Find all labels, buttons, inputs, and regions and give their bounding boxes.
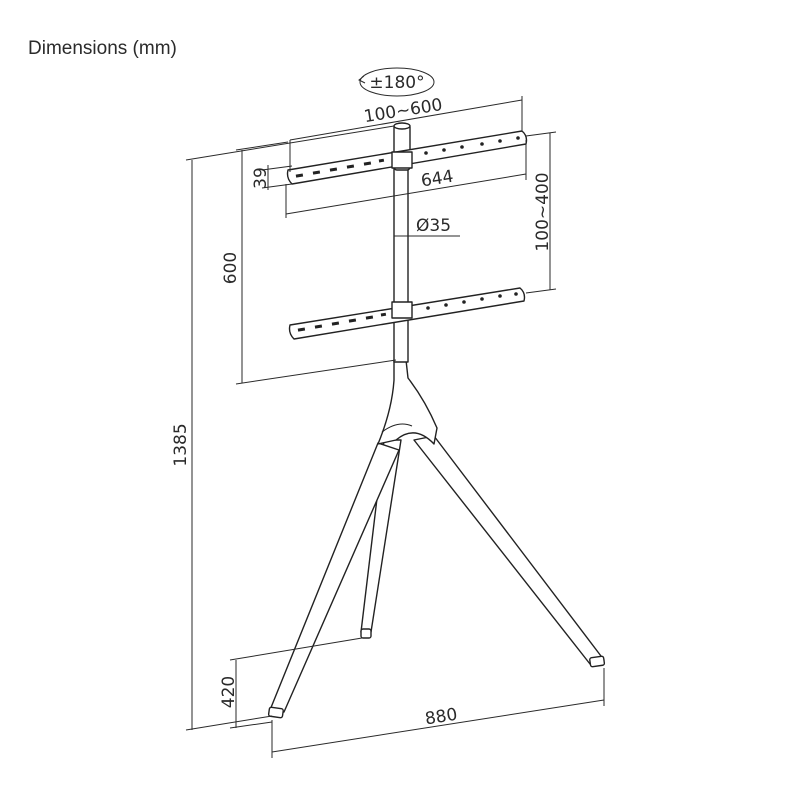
- dim-bracket-length: [285, 140, 527, 218]
- bracket-width-range-label: 100~600: [363, 95, 444, 127]
- top-bracket-slots: [295, 136, 520, 178]
- right-leg: [413, 435, 605, 665]
- base-width-label: 880: [424, 705, 459, 730]
- left-leg: [269, 442, 400, 713]
- bracket-length-label: 644: [420, 167, 455, 192]
- dim-vertical-range: [525, 131, 557, 294]
- bottom-bracket-clamp: [391, 301, 413, 319]
- y-joint: [377, 359, 438, 445]
- total-height-label: 1385: [171, 423, 191, 466]
- left-leg-foot: [267, 706, 284, 719]
- dim-bracket-height: [261, 165, 293, 190]
- top-bracket-clamp: [391, 151, 413, 169]
- bracket-height-label: 39: [251, 167, 271, 189]
- back-leg-foot: [360, 628, 372, 639]
- bottom-bracket-slots: [297, 292, 518, 332]
- dim-bracket-drop: [235, 141, 397, 385]
- bracket-drop-label: 600: [221, 252, 241, 284]
- dim-leg-offset: [229, 637, 363, 729]
- pole: [393, 167, 409, 363]
- rotation-indicator: [358, 67, 435, 97]
- dim-base-width: [271, 668, 605, 758]
- page-title: Dimensions (mm): [28, 38, 177, 59]
- right-leg-foot: [589, 655, 606, 668]
- pole-diameter-label: Ø35: [416, 216, 451, 236]
- leg-offset-label: 420: [219, 676, 239, 708]
- dim-total-height: [185, 125, 395, 731]
- pole-top-ellipse: [393, 122, 411, 130]
- rotation-label: ±180°: [369, 73, 424, 93]
- vertical-range-label: 100~400: [533, 172, 553, 251]
